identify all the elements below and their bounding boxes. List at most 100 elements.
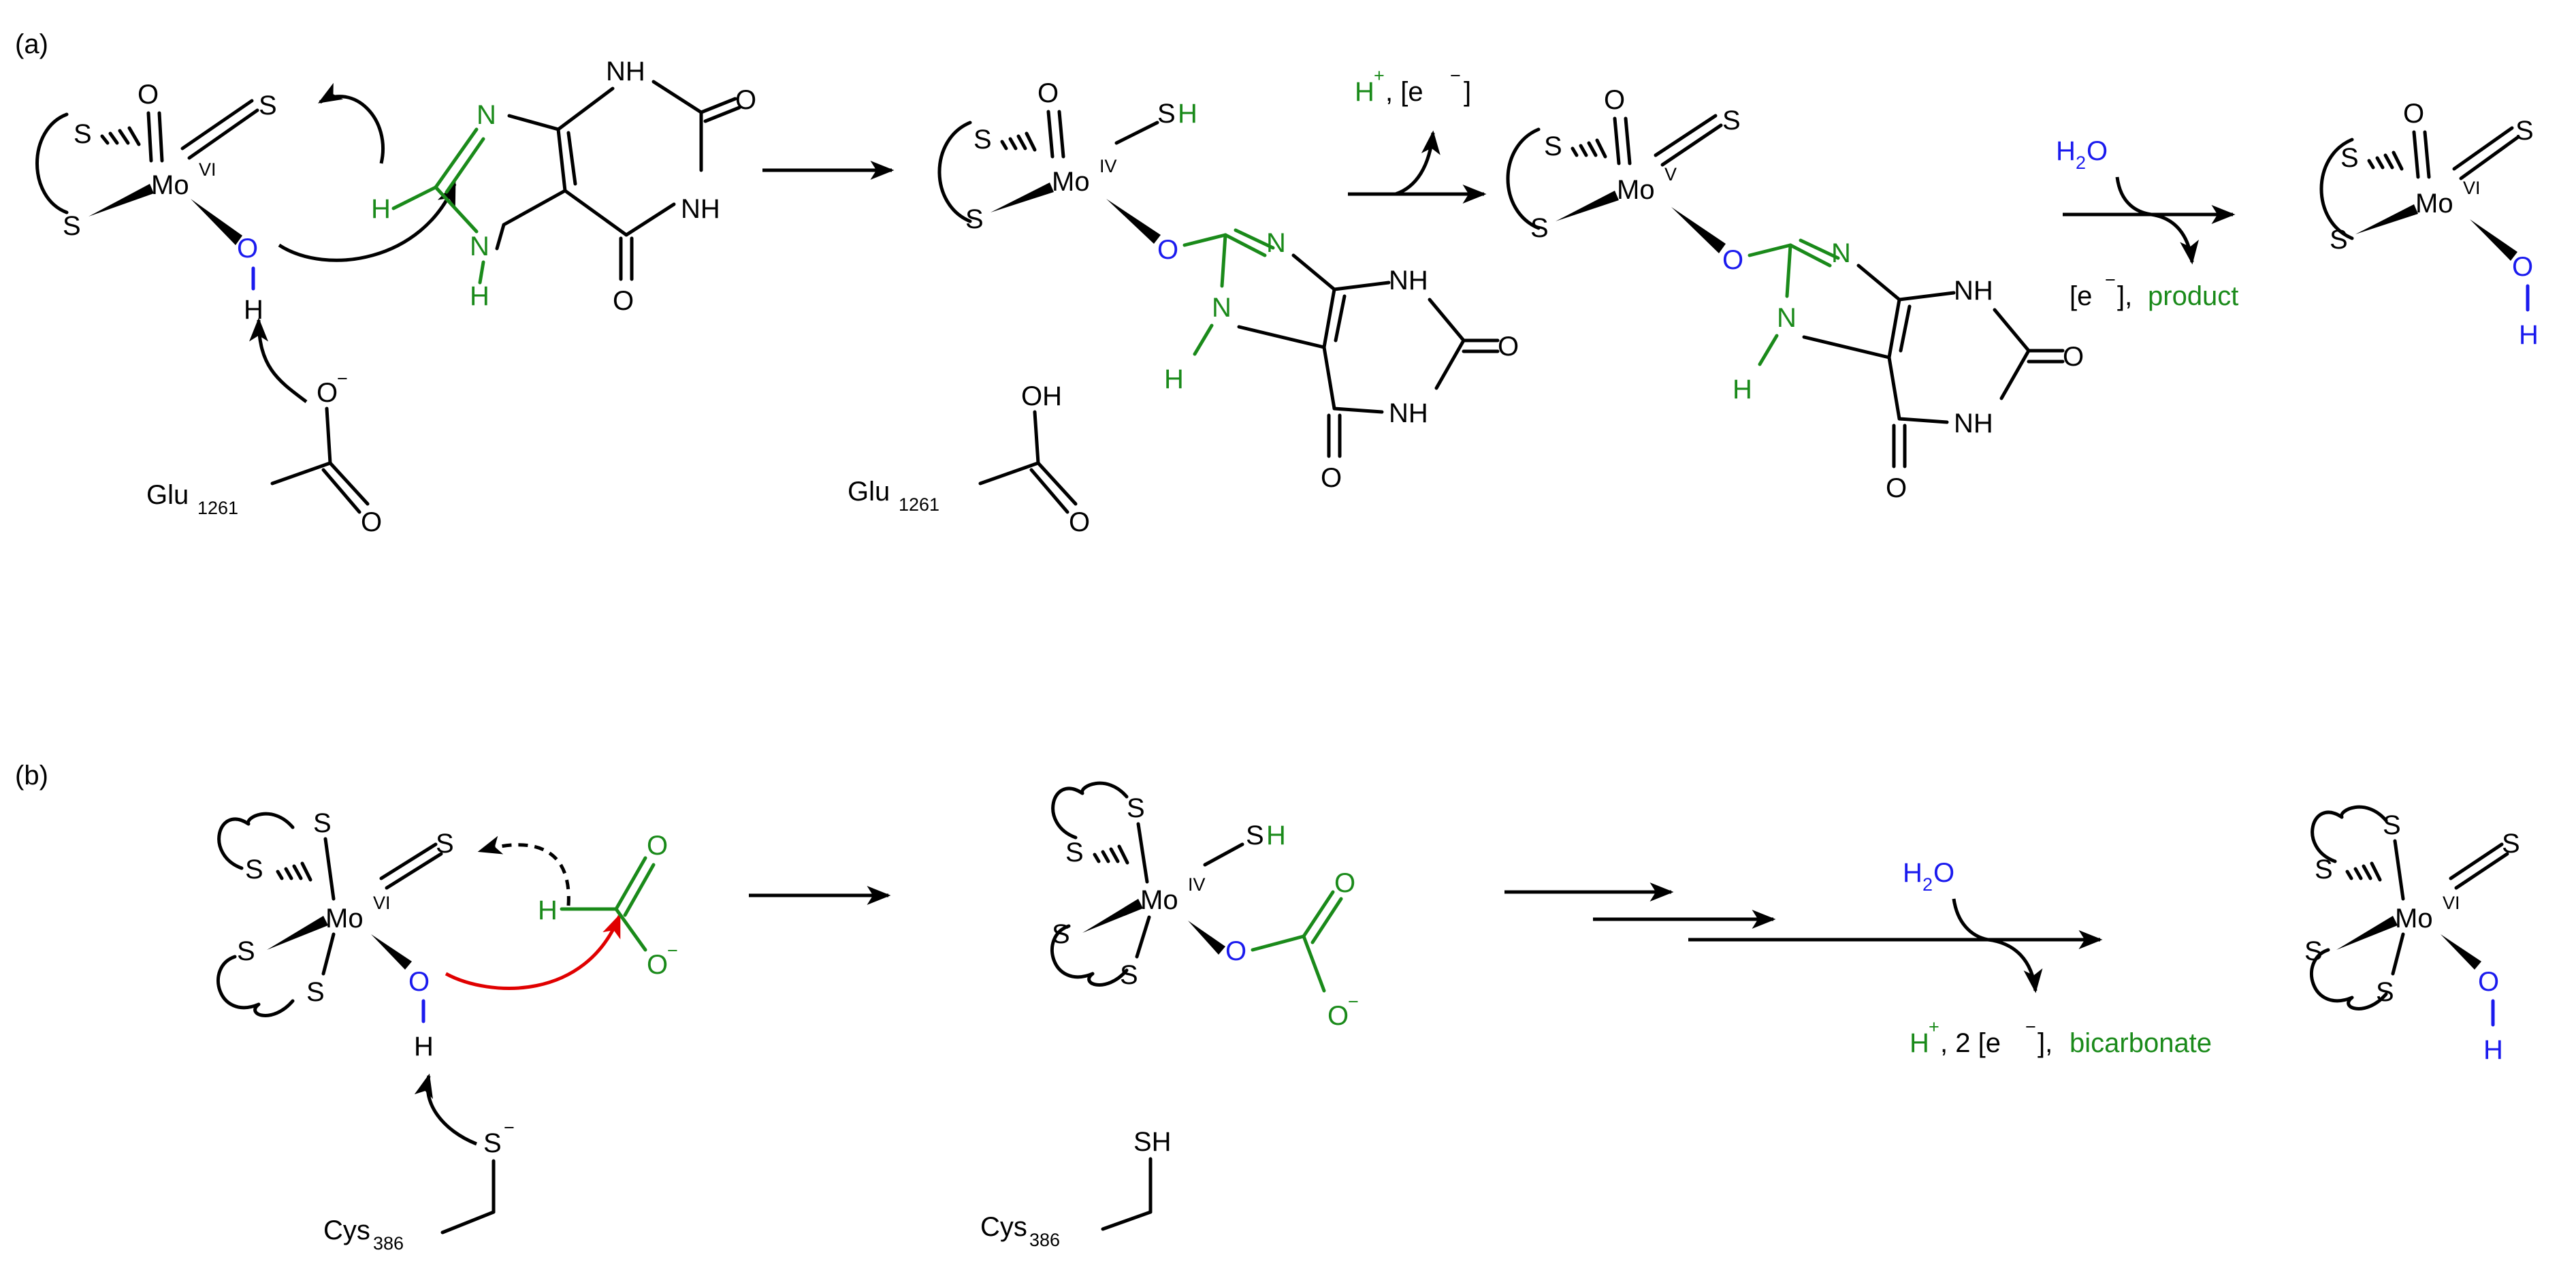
a-s2-NH-bottom: NH <box>1389 398 1428 428</box>
a-s2-N7: N <box>1266 228 1286 258</box>
a-s1-xan-C8N9 <box>434 185 479 234</box>
b-s1-S-bottom: S <box>306 977 325 1007</box>
b-s2-O-link: O <box>1225 936 1246 966</box>
b-s2-S-bottom: S <box>1120 960 1138 990</box>
a-s2-dithiolene-arc <box>937 121 972 223</box>
b-s2-cys-CC <box>1101 1210 1153 1231</box>
b-s1-wedge-bond <box>267 916 328 950</box>
b-s1-formate-Om: O <box>647 950 668 980</box>
b-s3-Mo: Mo <box>2395 904 2433 934</box>
b-arrow2-reagent-H: H <box>1903 858 1922 888</box>
b-s2-cys-SH: SH <box>1133 1127 1172 1157</box>
a-s3-N1C6 <box>1897 417 1949 424</box>
a-arrow3-product-minus: − <box>2105 270 2116 290</box>
a-s2-NH-top: NH <box>1389 266 1428 296</box>
b-s2-cys386: SH Cys 386 <box>980 1127 1172 1250</box>
b-s1-Mo: Mo <box>325 904 364 934</box>
a-s1-xan-NH-top: NH <box>606 57 645 86</box>
a-s2-N9-H: H <box>1164 364 1184 394</box>
a-s2-N9: N <box>1212 293 1231 323</box>
a-s2-glu-subscript: 1261 <box>899 494 939 515</box>
b-s2-S-top: S <box>1127 793 1145 823</box>
a-s2-glu-O: O <box>1069 507 1090 537</box>
b-s2-cys-subscript: 386 <box>1029 1230 1060 1250</box>
panel-a-label: (a) <box>15 29 48 59</box>
b-arrow-step2: H 2 O H + , 2 [e − ], bicarbonate <box>1504 858 2212 1058</box>
a-s1-xan-N3C2 <box>651 80 703 114</box>
b-s1-dithiolene-arc-top <box>217 812 295 870</box>
b-s1-S-bottom-bond <box>321 932 336 976</box>
b-s2-S-bottom-bond <box>1135 915 1151 959</box>
b-s1-formate-O: O <box>647 831 668 861</box>
a-arrow3-reagent-O: O <box>2087 136 2108 166</box>
a-s1-glu-CC-bond <box>270 461 332 485</box>
b-arrow2-product-plus: + <box>1929 1017 1939 1037</box>
a-s1-curved-arrow-attack <box>278 181 457 262</box>
a-s2-O-link: O <box>1157 235 1178 265</box>
a-s3-O-right: O <box>2063 342 2084 372</box>
a-s1-curved-arrow-thio <box>317 82 385 164</box>
a-s3-thio-S: S <box>1722 106 1741 136</box>
a-s4-S-lower: S <box>2330 225 2348 255</box>
b-arrow2-product-close: ], <box>2038 1028 2052 1058</box>
a-s1-xan-O-bottom: O <box>613 286 634 316</box>
a-s1-xan-NH-bond <box>478 260 485 285</box>
b-s1-hashed-bond <box>276 861 312 882</box>
b-s3-dithiolene-arc-bottom <box>2310 948 2388 1010</box>
b-s1-cys-subscript: 386 <box>373 1233 404 1254</box>
a-s2-oxo-double-bond <box>1046 110 1065 159</box>
b-arrow2-in-curve <box>1952 898 1989 942</box>
a-arrow2-reagent-plus: + <box>1374 65 1385 86</box>
a-s2-oxidation-state: IV <box>1099 156 1117 176</box>
b-s1-cys-S: S <box>483 1128 502 1158</box>
a-arrow3-reagent-sub: 2 <box>2076 153 2086 173</box>
a-s2-C2N1 <box>1434 338 1466 390</box>
a-s1-xan-H: H <box>371 194 391 224</box>
b-s1-dashed-arrow <box>477 835 570 906</box>
b-s1-formate-H: H <box>538 895 558 925</box>
b-s2-mo-complex: S S S S Mo IV S H O <box>1050 781 1286 990</box>
b-s1-S-left-upper: S <box>245 855 263 885</box>
a-s1-xan-O-right: O <box>735 85 756 115</box>
a-s2-urate: N N H NH O NH O <box>1164 228 1519 493</box>
a-arrow3-in-curve <box>2115 176 2152 217</box>
a-s3-ring-fused <box>1802 264 1912 360</box>
a-s2-O-C8 <box>1182 233 1227 247</box>
b-s1-hydroxo-H: H <box>414 1032 434 1062</box>
b-s2-carb-O: O <box>1334 868 1355 898</box>
a-s3-C8N7-double <box>1788 238 1840 268</box>
a-s3-C2O-double <box>2027 349 2065 364</box>
a-s1-thio-S: S <box>259 91 277 121</box>
a-s4-hydroxo-H: H <box>2519 320 2539 350</box>
a-s2-C6C5 <box>1322 345 1336 411</box>
a-arrow-step2: H + , [e − ] <box>1348 65 1487 204</box>
a-s1-xan-N1C6 <box>624 202 676 237</box>
a-s3-oxo-double-bond <box>1613 116 1632 165</box>
a-s2-C8N7-double <box>1223 228 1275 257</box>
a-s3-N9: N <box>1777 303 1797 333</box>
a-s1-glu-O: O <box>317 378 338 408</box>
a-s2-N1C6 <box>1332 407 1384 414</box>
a-s2-wedge-bond <box>991 182 1054 212</box>
panel-b-label: (b) <box>15 761 48 791</box>
a-s2-glu-CO-double <box>1029 461 1078 514</box>
b-s1-S-top: S <box>313 808 332 838</box>
a-s1-xan-NH-right: NH <box>681 194 720 224</box>
a-s4-oxo-O: O <box>2403 99 2424 129</box>
b-s3-S-bottom-bond <box>2391 932 2405 976</box>
a-s1-oxidation-state: VI <box>199 159 216 180</box>
b-s2-S-top-bond <box>1136 822 1149 884</box>
b-s3-hydroxo-O: O <box>2478 967 2499 997</box>
b-s2-wedge-Mo-O <box>1188 921 1225 955</box>
b-s2-carbonate: O O − <box>1251 868 1359 1031</box>
b-s2-Mo-SH-bond <box>1203 842 1244 867</box>
a-s4-wedge-Mo-O <box>2470 219 2517 261</box>
a-s2-oxo-O: O <box>1037 78 1059 108</box>
a-s3-oxidation-state: V <box>1664 164 1677 185</box>
a-s1-xan-C4N3 <box>556 86 615 131</box>
a-arrow3-product: product <box>2148 281 2238 311</box>
a-s2-O-bottom: O <box>1321 463 1342 493</box>
a-s3-dithiolene-arc <box>1506 127 1541 230</box>
